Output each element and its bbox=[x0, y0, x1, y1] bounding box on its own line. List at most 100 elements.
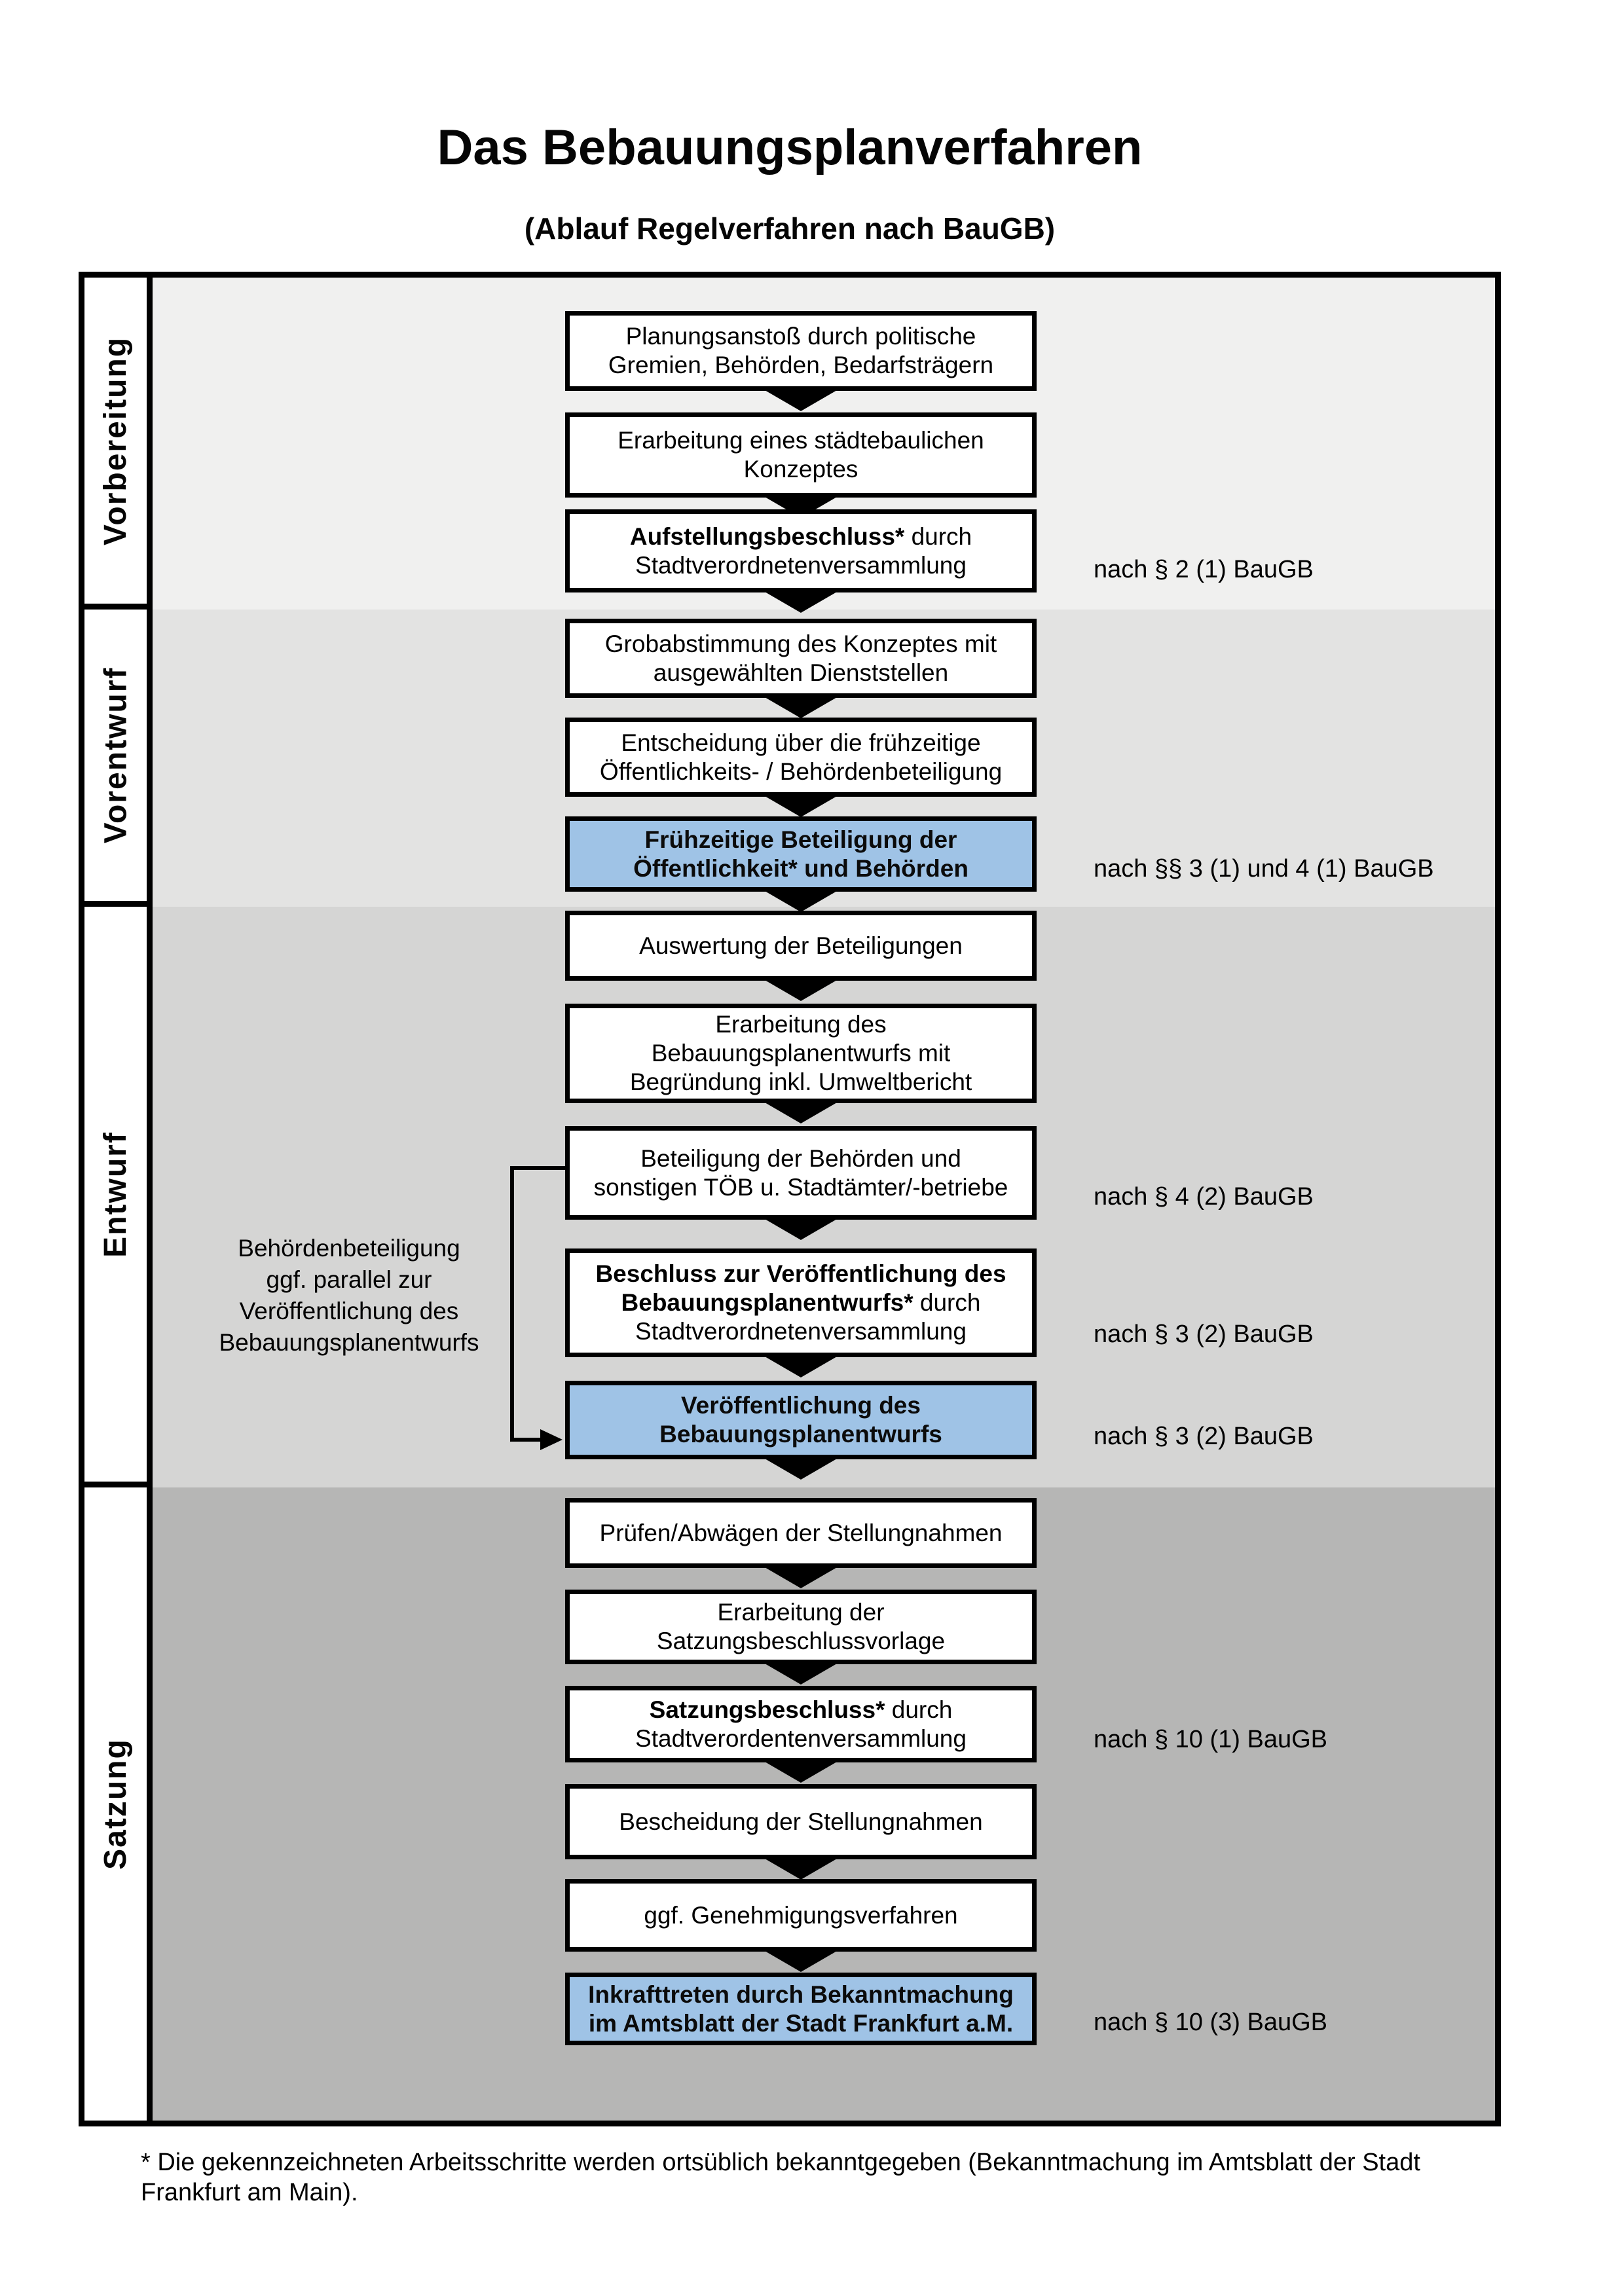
arrow-down-icon bbox=[760, 888, 841, 912]
arrow-down-icon bbox=[760, 589, 841, 613]
phase-label-cell-vorentwurf: Vorentwurf bbox=[84, 610, 147, 907]
arrow-spacer bbox=[565, 1661, 1037, 1686]
arrow-down-icon bbox=[760, 1759, 841, 1783]
legal-reference: nach § 3 (2) BauGB bbox=[1094, 1423, 1314, 1450]
box-text-line: Inkrafttreten durch Bekanntmachung bbox=[588, 1980, 1014, 2008]
flow-box: ggf. Genehmigungsverfahren bbox=[565, 1879, 1037, 1952]
phase-label: Entwurf bbox=[98, 1131, 134, 1258]
box-text-line: Stadtverordnetenversammlung bbox=[635, 1318, 967, 1345]
box-text-line: Beteiligung der Behörden und bbox=[640, 1144, 961, 1172]
phase-label-cell-entwurf: Entwurf bbox=[84, 907, 147, 1487]
arrow-down-icon bbox=[760, 1100, 841, 1123]
legal-reference: nach § 10 (3) BauGB bbox=[1094, 2009, 1327, 2036]
arrow-spacer bbox=[565, 1216, 1037, 1248]
arrow-spacer bbox=[565, 888, 1037, 912]
box-text-line: Entscheidung über die frühzeitige bbox=[621, 729, 981, 756]
arrow-spacer bbox=[565, 1354, 1037, 1381]
legal-reference: nach § 2 (1) BauGB bbox=[1094, 556, 1314, 583]
arrow-spacer bbox=[565, 494, 1037, 518]
box-text-line: Bebauungsplanentwurfs bbox=[659, 1421, 942, 1448]
box-text-line: Stadtverordnetenversammlung bbox=[635, 551, 967, 579]
footnote: * Die gekennzeichneten Arbeitsschritte w… bbox=[141, 2147, 1542, 2208]
box-text-line: Bebauungsplanentwurfs mit bbox=[651, 1040, 951, 1066]
arrow-down-icon bbox=[760, 388, 841, 411]
box-text-line: im Amtsblatt der Stadt Frankfurt a.M. bbox=[588, 2009, 1014, 2037]
box-text-line: Erarbeitung der bbox=[717, 1599, 885, 1626]
box-text-line: Satzungsbeschluss* durch bbox=[649, 1696, 953, 1723]
arrow-down-icon bbox=[760, 695, 841, 718]
phase-label-cell-satzung: Satzung bbox=[84, 1487, 147, 2121]
footnote-line: * Die gekennzeichneten Arbeitsschritte w… bbox=[141, 2149, 1420, 2176]
arrow-spacer bbox=[565, 977, 1037, 1004]
box-text-line: Satzungsbeschlussvorlage bbox=[656, 1628, 946, 1654]
legal-reference: nach § 3 (2) BauGB bbox=[1094, 1321, 1314, 1348]
arrow-spacer bbox=[565, 793, 1037, 817]
footnote-line: Frankfurt am Main). bbox=[141, 2179, 358, 2206]
arrow-spacer bbox=[565, 589, 1037, 613]
arrow-down-icon bbox=[760, 1456, 841, 1480]
arrow-spacer bbox=[565, 1565, 1037, 1590]
side-note-line: Bebauungsplanentwurfs bbox=[219, 1329, 479, 1356]
box-text-line: ggf. Genehmigungsverfahren bbox=[644, 1901, 958, 1929]
arrow-spacer bbox=[565, 1456, 1037, 1487]
page-title: Das Bebauungsplanverfahren bbox=[437, 120, 1143, 175]
box-text-line: Beschluss zur Veröffentlichung des bbox=[595, 1260, 1006, 1287]
arrow-spacer bbox=[565, 1948, 1037, 1973]
box-text-line: Gremien, Behörden, Bedarfsträgern bbox=[608, 352, 994, 378]
box-text-line: Frühzeitige Beteiligung der bbox=[644, 826, 957, 853]
box-text-line: Öffentlichkeits- / Behördenbeteiligung bbox=[599, 757, 1003, 785]
arrow-spacer bbox=[565, 1759, 1037, 1784]
side-note-line: Behördenbeteiligung bbox=[238, 1235, 460, 1262]
arrow-down-icon bbox=[760, 1856, 841, 1880]
box-text-line: Öffentlichkeit* und Behörden bbox=[633, 854, 969, 882]
arrow-spacer bbox=[565, 1856, 1037, 1880]
box-text-line: Grobabstimmung des Konzeptes mit bbox=[604, 630, 997, 657]
parallel-branch-arrow bbox=[510, 1166, 565, 1450]
arrow-down-icon bbox=[760, 977, 841, 1001]
box-text-line: Begründung inkl. Umweltbericht bbox=[629, 1068, 972, 1095]
arrow-down-icon bbox=[760, 1948, 841, 1972]
side-note-line: Veröffentlichung des bbox=[239, 1298, 459, 1324]
side-note-line: ggf. parallel zur bbox=[266, 1266, 432, 1293]
phase-label: Satzung bbox=[98, 1738, 133, 1870]
box-text-line: sonstigen TÖB u. Stadtämter/-betriebe bbox=[593, 1173, 1008, 1201]
arrow-down-icon bbox=[760, 1661, 841, 1685]
arrow-down-icon bbox=[760, 1216, 841, 1240]
box-text-line: Prüfen/Abwägen der Stellungnahmen bbox=[599, 1519, 1003, 1546]
arrow-spacer bbox=[565, 695, 1037, 718]
page-subtitle: (Ablauf Regelverfahren nach BauGB) bbox=[524, 211, 1056, 246]
legal-reference: nach §§ 3 (1) und 4 (1) BauGB bbox=[1094, 855, 1434, 883]
box-text-line: Stadtverordentenversammlung bbox=[635, 1724, 967, 1752]
phase-label-cell-vorbereitung: Vorbereitung bbox=[84, 278, 147, 610]
box-text-line: Konzeptes bbox=[743, 456, 858, 483]
arrow-down-icon bbox=[760, 1354, 841, 1377]
box-text-line: Auswertung der Beteiligungen bbox=[639, 932, 963, 959]
phase-label: Vorbereitung bbox=[98, 336, 133, 545]
box-text-line: Veröffentlichung des bbox=[681, 1392, 921, 1419]
flow-box: Auswertung der Beteiligungen bbox=[565, 911, 1037, 981]
box-text-line: Erarbeitung eines städtebaulichen bbox=[618, 427, 984, 454]
legal-reference: nach § 10 (1) BauGB bbox=[1094, 1726, 1327, 1753]
box-text-line: ausgewählten Dienststellen bbox=[653, 659, 949, 686]
phase-label: Vorentwurf bbox=[98, 666, 133, 844]
